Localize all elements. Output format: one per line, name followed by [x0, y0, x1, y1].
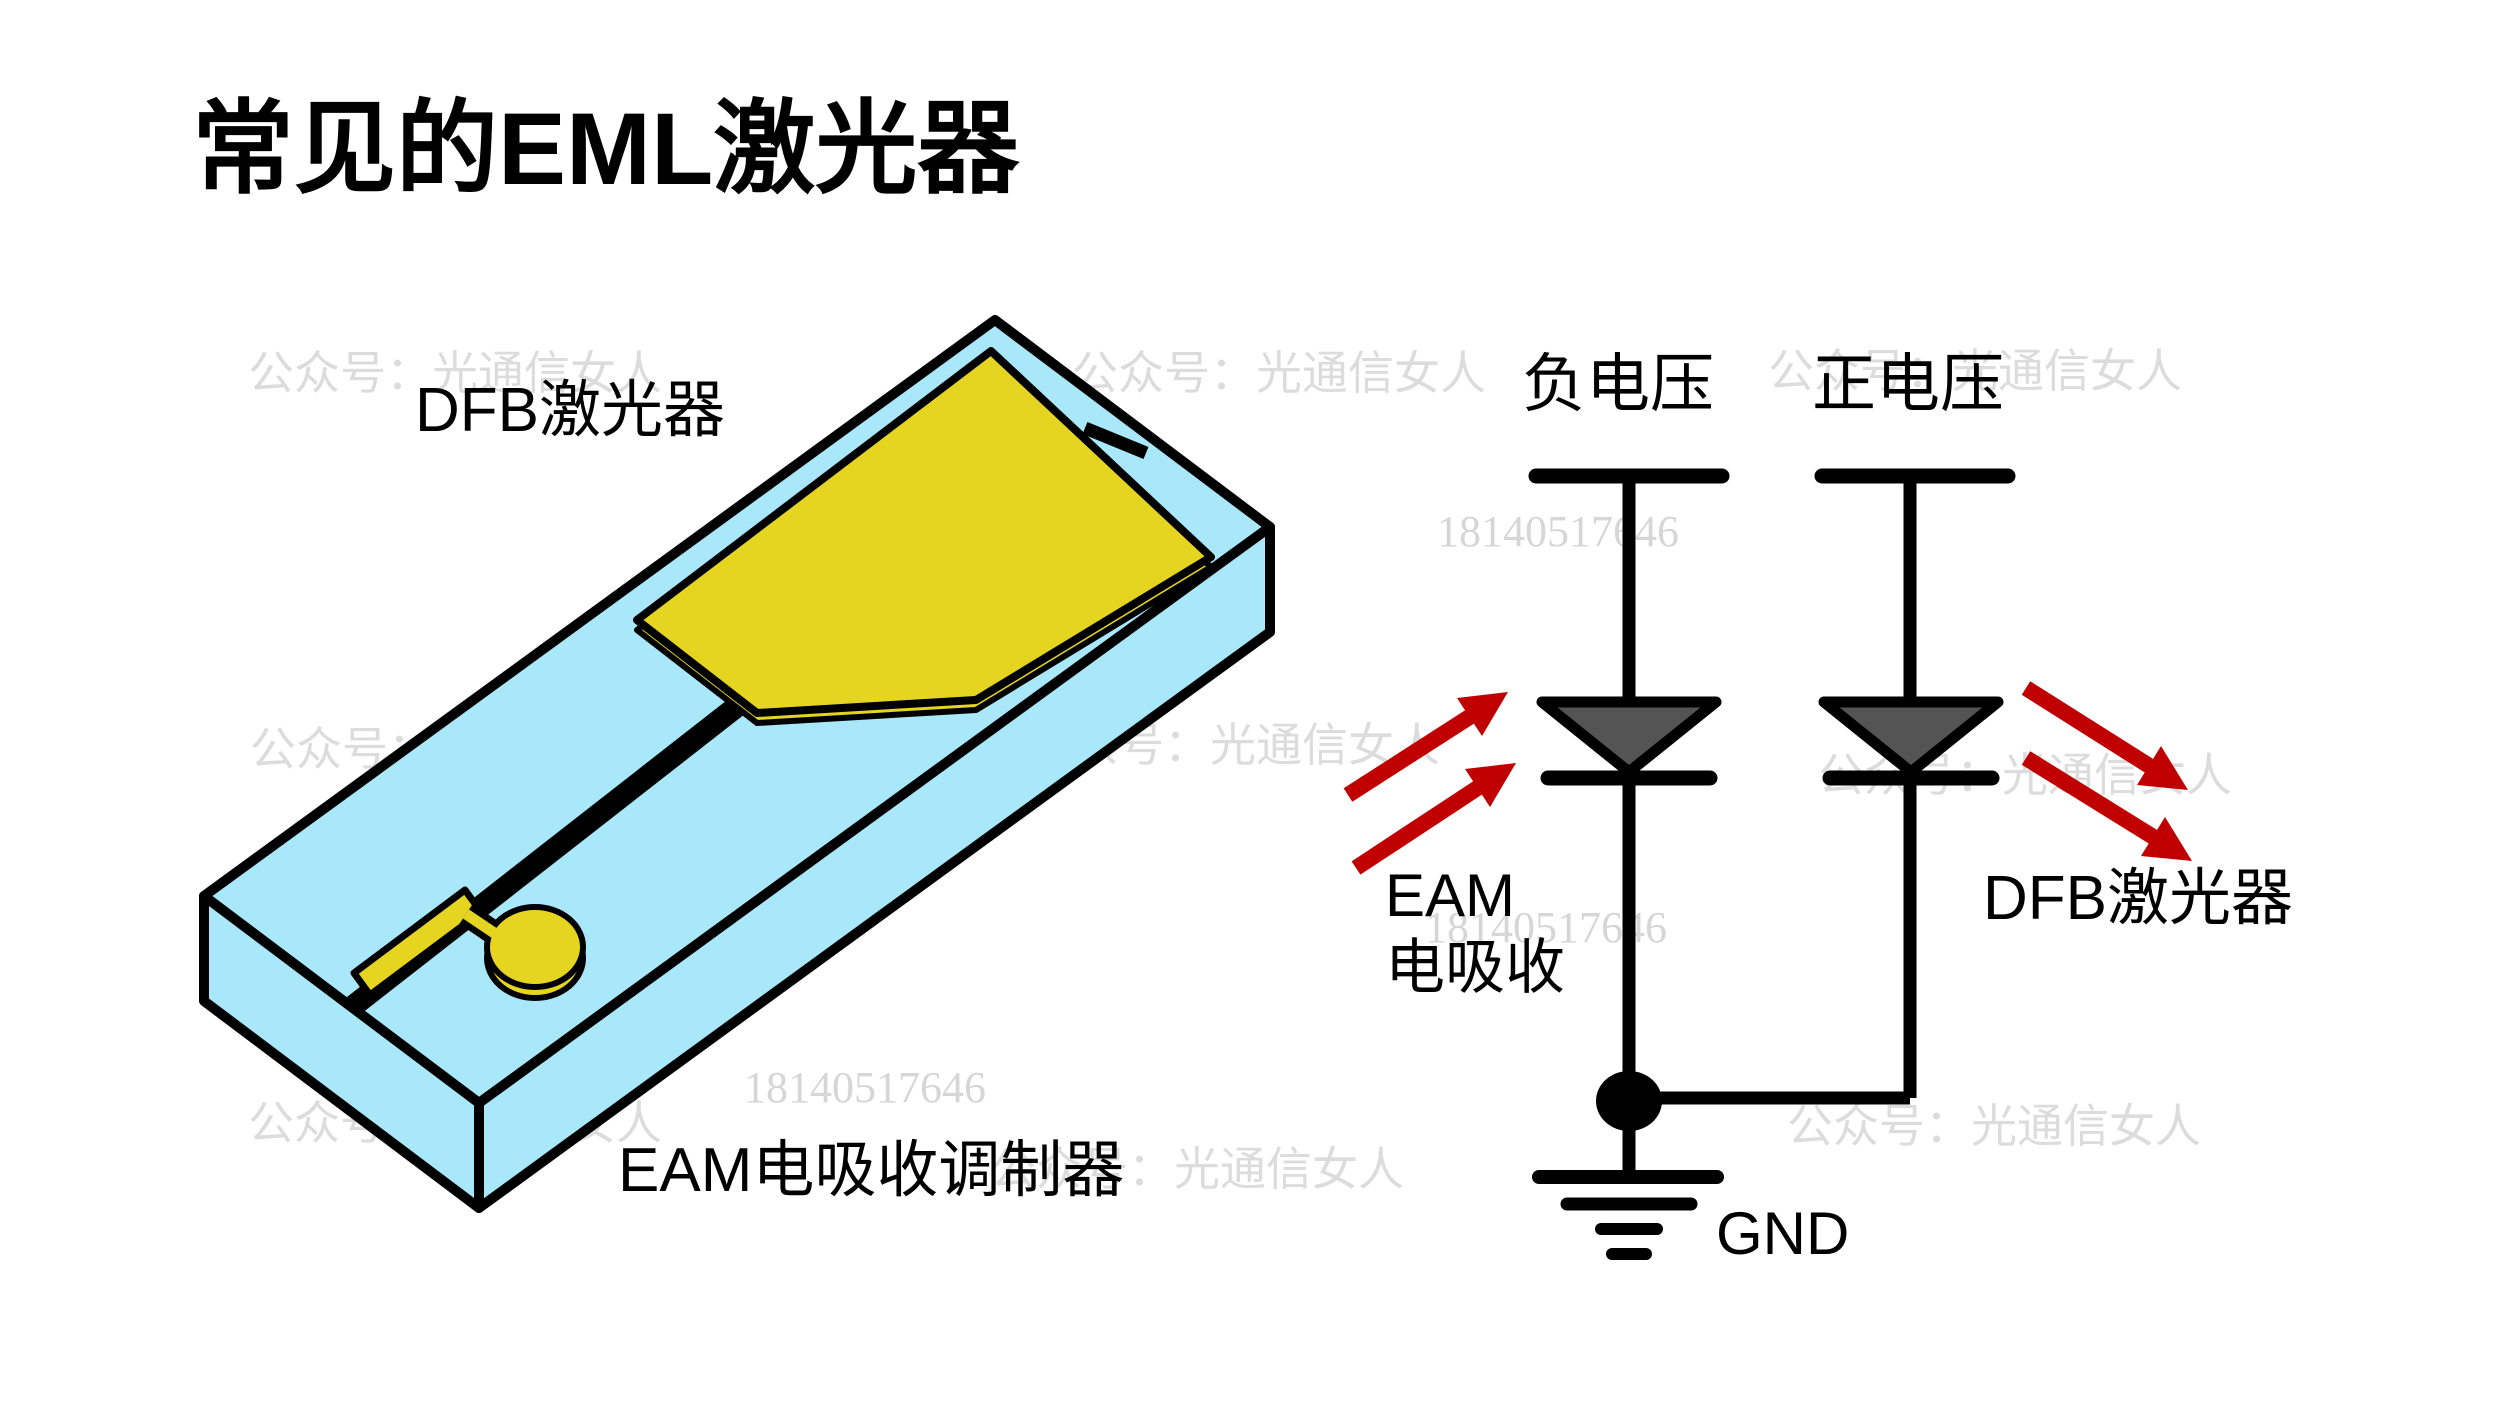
circuit-dfb-label: DFB激光器: [1983, 864, 2294, 933]
light-out-arrows: [2021, 681, 2192, 861]
light-in-arrow-shaft: [1351, 780, 1484, 875]
wechat-watermark: 公众号：光通信女人: [990, 1143, 1404, 1195]
eam-stem: [462, 909, 510, 946]
light-out-arrow-head: [2141, 817, 2192, 861]
page-title: 常见的EML激光器: [192, 92, 1020, 206]
chip-dfb-label: DFB激光器: [415, 376, 726, 445]
light-in-arrow-head: [1457, 692, 1508, 736]
circuit-eam-label-line2: 电吸收: [1385, 934, 1565, 1001]
wechat-watermark: 公众号：光通信女人: [1072, 347, 1486, 399]
chip-right-face: [474, 522, 1275, 1213]
dfb-pad: [633, 347, 1215, 717]
chip-eam-label: EAM电吸收调制器: [618, 1136, 1125, 1205]
light-out-arrow-shaft: [2021, 751, 2160, 845]
pos-voltage-label: 正电压: [1812, 348, 2004, 420]
dfb-diode-triangle: [1818, 696, 2004, 778]
light-in-arrows: [1343, 692, 1516, 875]
eml-bias-circuit: [1343, 468, 2192, 1260]
wechat-watermark: 公众号：光通信女人: [248, 347, 662, 399]
light-in-arrow-head: [1465, 763, 1516, 807]
eam-feedline: [350, 886, 485, 999]
phone-watermark: 18140517646: [1437, 507, 1679, 556]
wechat-watermark: 公众号：光通信女人: [1768, 345, 2182, 397]
waveguide-facet-line: [1082, 421, 1149, 460]
neg-voltage-label: 负电压: [1522, 348, 1714, 420]
eam-diode-triangle: [1536, 696, 1722, 778]
light-in-arrow-shaft: [1343, 709, 1476, 802]
wechat-watermark: 公众号：光通信女人: [1787, 1100, 2201, 1152]
eml-chip-illustration: [199, 315, 1275, 1213]
phone-watermark: 18140517646: [744, 1063, 986, 1112]
light-out-arrow-head: [2137, 746, 2188, 790]
gnd-label: GND: [1716, 1200, 1850, 1267]
eam-pad: [484, 904, 586, 990]
light-out-arrow-shaft: [2021, 681, 2156, 774]
circuit-eam-label-line1: EAM: [1385, 862, 1516, 929]
